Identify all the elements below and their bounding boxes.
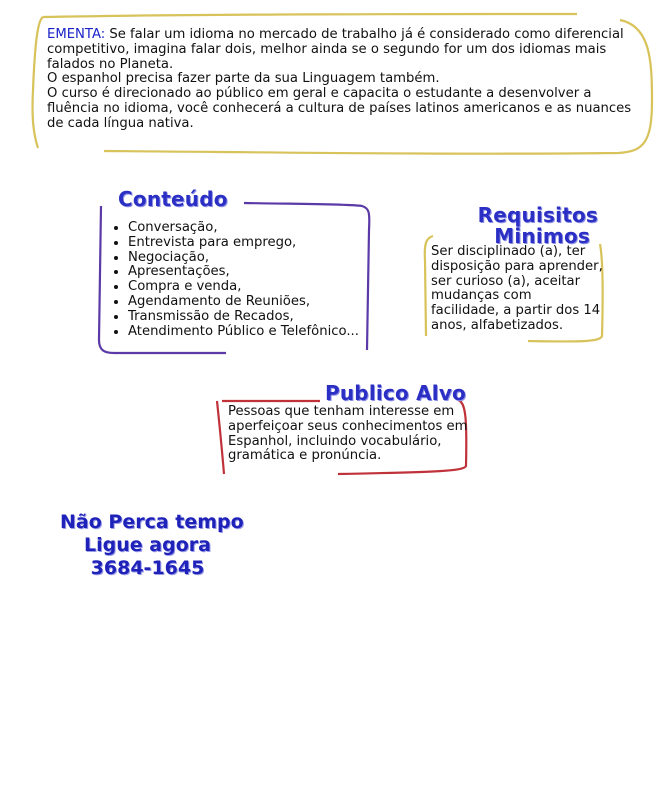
ementa-paragraph-2: O espanhol precisa fazer parte da sua Li… [47, 71, 440, 87]
conteudo-frame [97, 205, 226, 355]
list-item: Conversação, [128, 220, 359, 236]
ementa-frame-right [103, 18, 654, 155]
list-item: Apresentações, [128, 265, 359, 280]
ementa-section: EMENTA: Se falar um idioma no mercado de… [47, 27, 647, 132]
cta-line-1: Não Perca tempo [60, 511, 244, 533]
requisitos-frame-right [527, 243, 604, 343]
publico-heading: Publico Alvo [325, 381, 466, 405]
list-item: Agendamento de Reuniões, [128, 294, 359, 310]
requisitos-heading-line1: Requisitos [477, 203, 598, 227]
conteudo-heading: Conteúdo [118, 187, 228, 211]
list-item: Transmissão de Recados, [128, 309, 359, 325]
ementa-frame [31, 16, 44, 149]
ementa-frame-top [42, 12, 578, 19]
cta-line-2: Ligue agora [84, 534, 211, 556]
ementa-paragraph-1: EMENTA: Se falar um idioma no mercado de… [47, 27, 647, 72]
publico-text: Pessoas que tenham interesse em aperfeiç… [228, 404, 468, 464]
ementa-label: EMENTA: [47, 27, 106, 42]
requisitos-heading: Requisitos Minimos [470, 205, 598, 247]
list-item: Negociação, [128, 250, 359, 266]
list-item: Compra e venda, [128, 279, 359, 295]
requisitos-text: Ser disciplinado (a), ter disposição par… [431, 244, 603, 333]
list-item: Atendimento Público e Telefônico... [128, 324, 359, 340]
cta-phone: 3684-1645 [90, 557, 205, 579]
call-to-action: Não Perca tempo Ligue agora 3684-1645 [60, 511, 244, 580]
requisitos-frame [423, 234, 434, 337]
ementa-text-1: Se falar um idioma no mercado de trabalh… [47, 27, 624, 72]
publico-frame [215, 399, 320, 475]
publico-frame-right [337, 398, 468, 476]
conteudo-list: Conversação, Entrevista para emprego, Ne… [103, 220, 359, 340]
conteudo-frame-right [243, 201, 371, 351]
list-item: Entrevista para emprego, [128, 235, 359, 251]
requisitos-heading-line2: Minimos [494, 224, 590, 248]
ementa-paragraph-3: O curso é direcionado ao público em gera… [47, 86, 632, 131]
